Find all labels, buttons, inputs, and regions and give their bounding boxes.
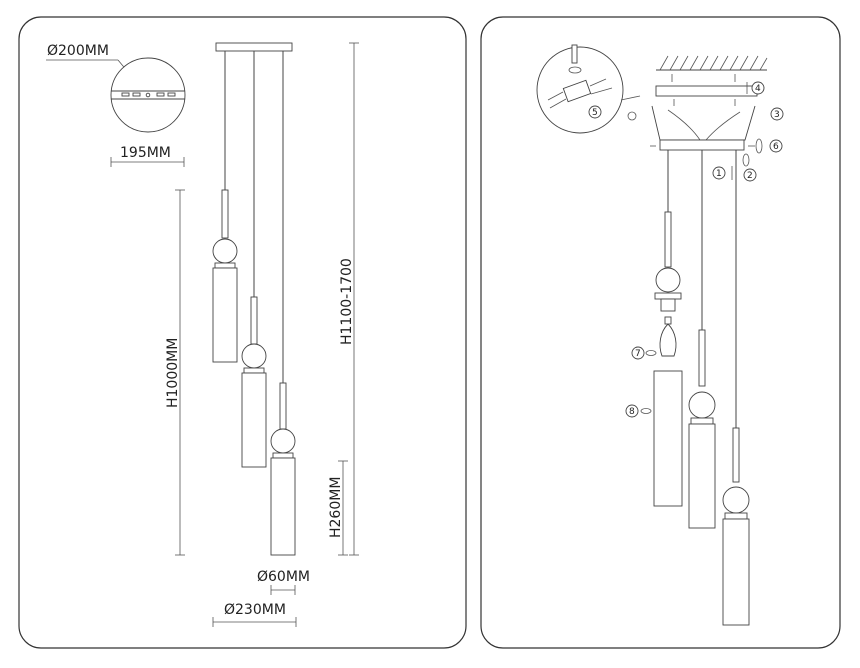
assembly-pendant-3	[722, 150, 750, 626]
svg-text:6: 6	[773, 142, 779, 152]
left-panel	[18, 16, 467, 649]
shade-height-dimension	[338, 460, 348, 556]
pendant-height-dimension	[175, 189, 185, 556]
assembly-pendant-1	[653, 150, 683, 507]
step-marker-4: 4	[751, 81, 765, 95]
wiring-detail	[536, 44, 641, 134]
ceiling-canopy	[215, 42, 293, 52]
cluster-diameter-dimension	[212, 617, 297, 627]
svg-text:5: 5	[592, 108, 598, 118]
svg-text:2: 2	[747, 171, 753, 181]
ring-icon	[755, 138, 763, 154]
pendant-2	[241, 51, 267, 468]
svg-text:1: 1	[716, 169, 722, 179]
shade-height-label: H260MM	[328, 477, 344, 538]
shade-diameter-dimension	[270, 585, 296, 595]
ceiling-hatch	[656, 55, 768, 71]
total-height-dimension	[349, 42, 359, 556]
pendant-1	[212, 51, 238, 363]
mounting-bar	[655, 85, 758, 97]
step-marker-3: 3	[770, 107, 784, 121]
pendant-3	[270, 51, 296, 556]
svg-text:4: 4	[755, 84, 761, 94]
canopy-body	[651, 105, 756, 141]
svg-text:8: 8	[629, 407, 635, 417]
step-marker-7: 7	[631, 346, 657, 360]
wires	[667, 109, 741, 141]
step-marker-6: 6	[769, 139, 783, 153]
step-marker-5: 5	[588, 105, 602, 119]
svg-text:3: 3	[774, 110, 780, 120]
pendant-height-label: H1000MM	[165, 338, 181, 408]
canopy-diameter-label: Ø200MM	[47, 43, 109, 59]
ring-icon	[742, 153, 750, 167]
step-marker-2: 2	[743, 168, 757, 182]
svg-text:7: 7	[635, 349, 641, 359]
canopy-detail	[46, 57, 186, 167]
shade-diameter-label: Ø60MM	[257, 569, 310, 585]
step-marker-1: 1	[712, 166, 726, 180]
assembly-pendant-2	[688, 150, 716, 529]
total-height-label: H1100-1700	[339, 258, 355, 345]
canopy-width-label: 195MM	[120, 145, 171, 161]
cluster-diameter-label: Ø230MM	[224, 602, 286, 618]
step-marker-8: 8	[625, 404, 652, 418]
canopy-plate	[659, 139, 745, 151]
